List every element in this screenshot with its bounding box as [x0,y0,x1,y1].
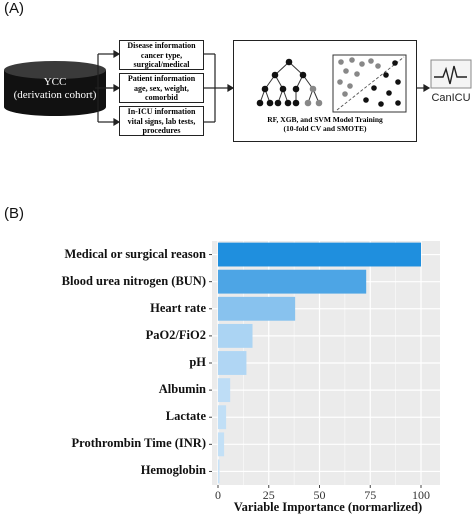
bar [218,432,225,457]
info-box-icu: In-ICU information vital signs, lab test… [119,106,204,136]
x-tick-label: 50 [313,488,326,502]
tree-nodes [256,58,323,107]
bar-label: Lactate [165,409,206,424]
bar [218,405,227,430]
bar [218,269,367,294]
model-training-box [233,40,417,142]
x-tick-label: 100 [412,488,430,502]
workflow-connectors [4,49,472,127]
heartbeat-monitor-icon [430,59,472,89]
bar-label: Albumin [158,382,206,397]
bar-label: PaO2/FiO2 [145,327,206,342]
bar [218,323,253,348]
bar [218,378,231,403]
bar-label: Blood urea nitrogen (BUN) [61,273,206,288]
panel-b-label: (B) [4,205,24,222]
bar [218,296,296,321]
bar [218,242,421,267]
cohort-label: YCC (derivation cohort) [4,76,106,102]
cohort-name: YCC [43,76,67,88]
bar-label: pH [189,355,206,369]
info-box-disease: Disease information cancer type, surgica… [119,40,204,70]
x-tick-label: 25 [262,488,275,502]
bar [218,459,220,484]
bar-label: Heart rate [150,300,206,315]
svm-scatter-icon [332,54,407,113]
bar-label: Hemoglobin [140,463,206,478]
bar-label: Prothrombin Time (INR) [71,436,207,451]
x-tick-label: 75 [364,488,377,502]
cohort-subtitle: (derivation cohort) [13,89,97,101]
panel-a-label: (A) [4,0,24,17]
canicu-label: CanICU [431,92,471,104]
model-training-label: RF, XGB, and SVM Model Training (10-fold… [267,115,383,133]
bar [218,351,247,375]
x-axis-label: Variable Importance (normarlized) [233,500,423,514]
database-cylinder-icon [4,61,106,116]
info-box-patient: Patient information age, sex, weight, co… [119,73,204,103]
x-tick-label: 0 [215,488,221,502]
bar-label: Medical or surgical reason [64,246,206,261]
